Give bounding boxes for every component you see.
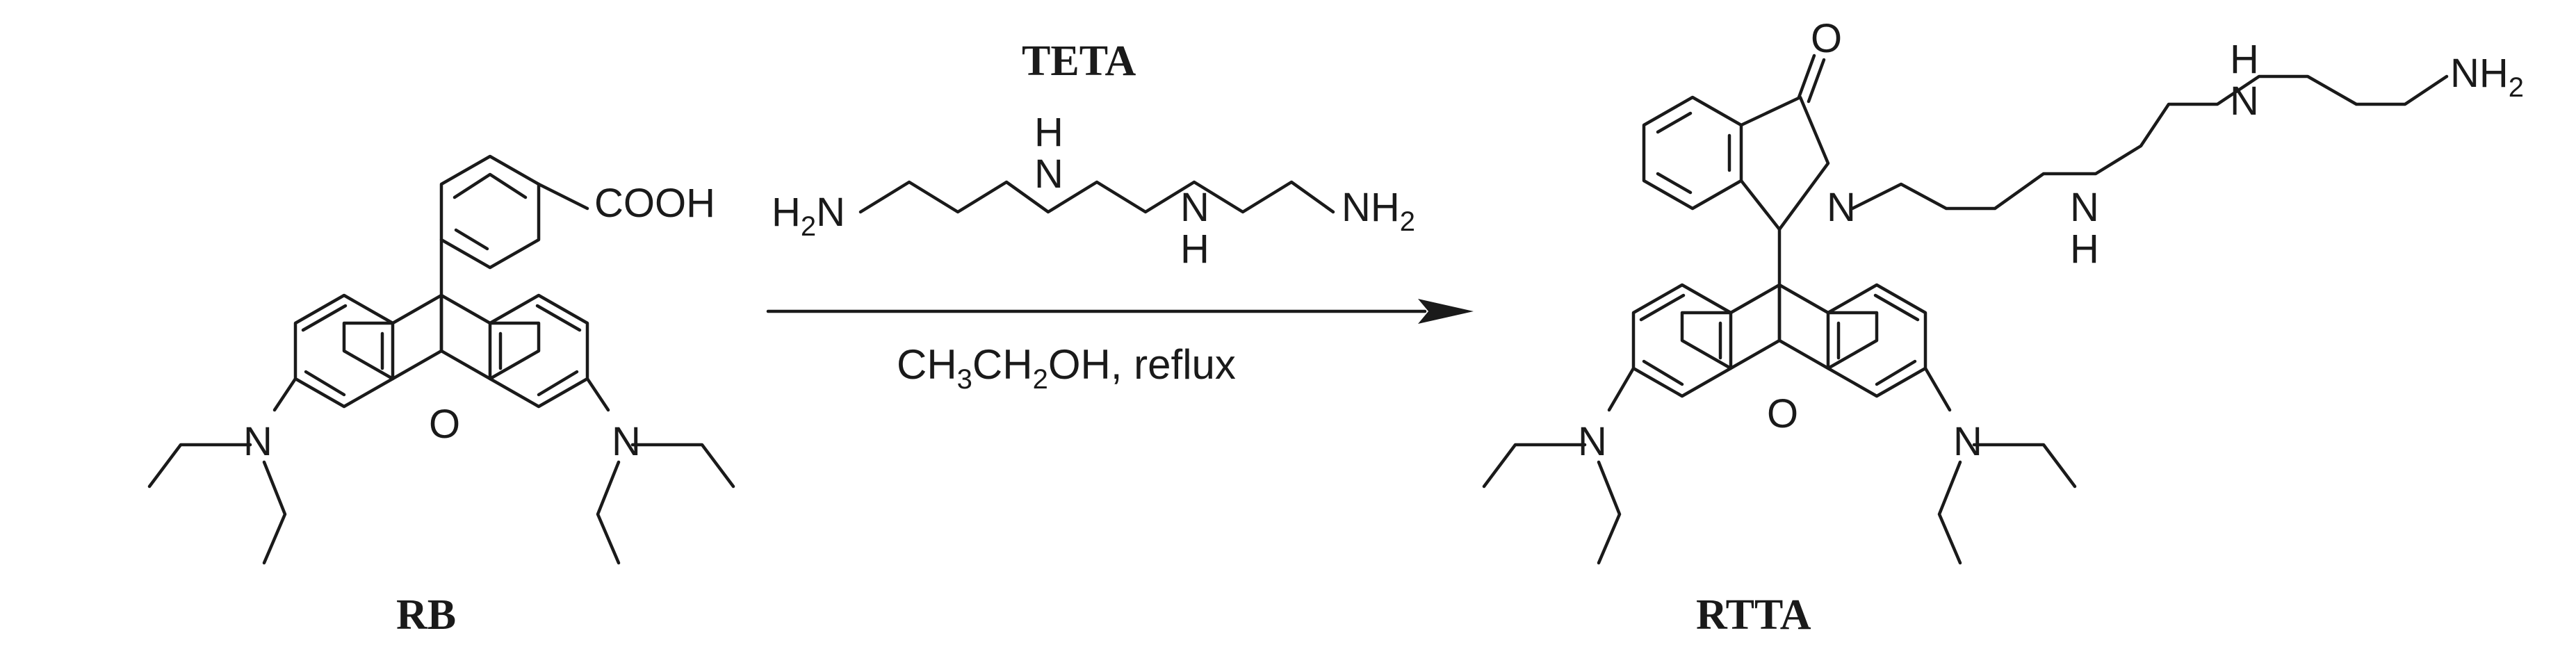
rb-left-ethyl-2 <box>262 460 287 565</box>
rtta-structure <box>1482 54 2449 565</box>
rtta-left-ethyl-2 <box>1597 460 1622 565</box>
rb-left-db-2 <box>304 370 346 397</box>
rtta-right-ethyl-1 <box>1972 443 2077 489</box>
rtta-amine-right-label: N <box>1953 419 1982 464</box>
reaction-conditions: CH3CH2OH, reflux <box>897 341 1236 395</box>
teta-nh2-label: NH2 <box>1342 185 1415 237</box>
teta-nh-top-h: H <box>1034 110 1063 155</box>
rtta-benzo-ring <box>1642 95 1743 211</box>
teta-chain <box>858 180 1335 214</box>
rb-cooh-label: COOH <box>594 181 715 226</box>
rb-right-ethyl-1 <box>630 443 735 489</box>
rb-benzoic-ring-inner-1 <box>453 172 528 199</box>
rb-right-db-2 <box>537 370 579 397</box>
rb-left-n-bond <box>272 377 297 412</box>
rb-right-db-1 <box>535 304 582 332</box>
rtta-nh-1-h: H <box>2070 227 2099 272</box>
reaction-arrow-head <box>1418 299 1474 324</box>
rb-structure <box>147 154 735 565</box>
rtta-right-ethyl-2 <box>1937 460 1962 565</box>
rtta-left-ethyl-1 <box>1482 443 1587 489</box>
rtta-nh-2-h: H <box>2230 37 2259 82</box>
teta-nh-bot-h: H <box>1180 227 1209 272</box>
rtta-right-db-1 <box>1873 293 1920 322</box>
rtta-lactam-ring <box>1739 95 1830 231</box>
teta-structure <box>858 180 1335 214</box>
rtta-name: RTTA <box>1696 591 1811 639</box>
rb-amine-left-label: N <box>243 419 272 464</box>
reaction-arrow <box>766 299 1474 324</box>
teta-h2n-label: H2N <box>772 190 845 242</box>
rtta-nh-1-n: N <box>2070 185 2099 230</box>
rb-name: RB <box>396 591 456 639</box>
rtta-oxygen-label: O <box>1767 391 1798 436</box>
rtta-nh-2-n: N <box>2230 79 2259 124</box>
rb-oxygen-label: O <box>429 402 460 447</box>
rb-cooh-bond <box>537 182 589 211</box>
rb-right-n-bond <box>585 377 610 412</box>
rb-amine-right-label: N <box>612 419 641 464</box>
rtta-benzo-db-1 <box>1656 111 1693 134</box>
teta-nh-top-n: N <box>1034 151 1063 197</box>
rtta-left-n-bond <box>1607 366 1636 412</box>
rtta-nh2-label: NH2 <box>2450 51 2524 103</box>
rtta-amine-left-label: N <box>1578 419 1607 464</box>
rb-left-db-1 <box>301 304 348 332</box>
rtta-left-db-2 <box>1642 359 1684 386</box>
rtta-right-n-bond <box>1923 366 1952 412</box>
rtta-carbonyl-1 <box>1797 54 1816 99</box>
rtta-carbonyl-2 <box>1807 58 1826 104</box>
teta-nh-bot-n: N <box>1180 185 1209 230</box>
rtta-benzo-db-2 <box>1656 172 1693 195</box>
rb-right-ethyl-2 <box>596 460 621 565</box>
rtta-left-db-1 <box>1639 293 1686 322</box>
rb-left-ethyl-1 <box>147 443 252 489</box>
rb-benzoic-ring-inner-2 <box>454 228 489 251</box>
rtta-side-chain-1 <box>1850 74 2449 211</box>
teta-name: TETA <box>1022 38 1136 85</box>
rtta-lactam-n: N <box>1827 185 1856 230</box>
rtta-right-db-2 <box>1875 359 1917 386</box>
rtta-carbonyl-o: O <box>1811 16 1842 61</box>
